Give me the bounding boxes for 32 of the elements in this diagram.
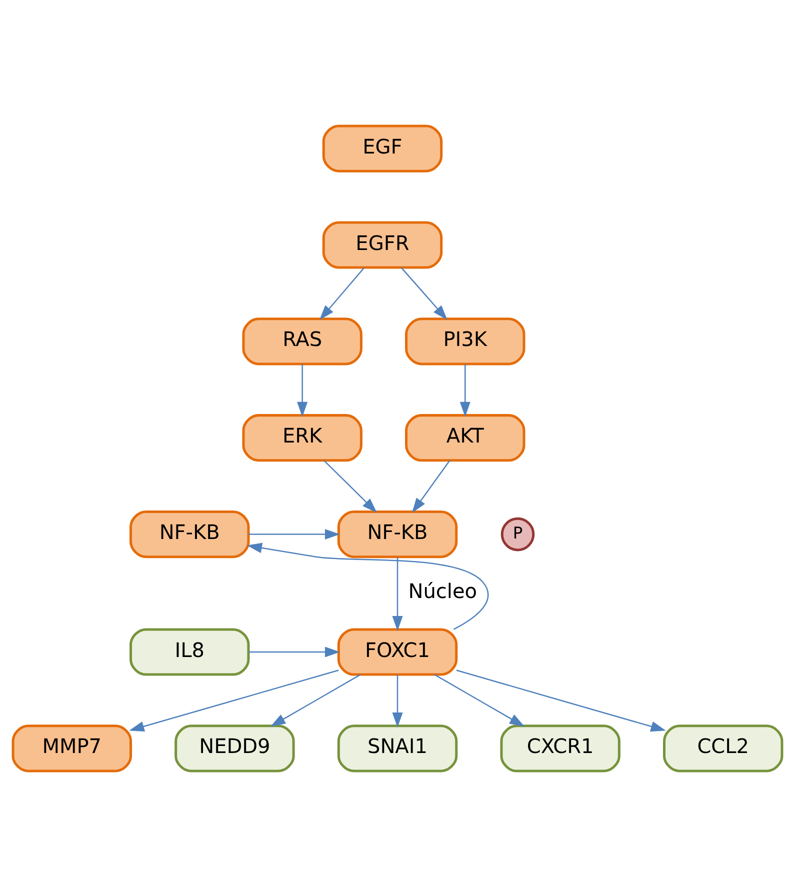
arrow — [392, 556, 403, 631]
arrow — [129, 669, 339, 732]
arrow — [248, 528, 340, 540]
node-box: RAS — [242, 317, 362, 365]
arrow — [297, 364, 308, 416]
node-box: CXCR1 — [500, 724, 620, 772]
node-box: EGF — [322, 124, 443, 172]
arrow — [460, 364, 470, 416]
arrow — [434, 674, 525, 726]
node-box: ERK — [242, 414, 362, 462]
node-box: IL8 — [129, 628, 250, 676]
arrow — [270, 674, 361, 726]
node-box: CCL2 — [663, 724, 784, 772]
arrow — [456, 669, 666, 732]
node-box: SNAI1 — [337, 724, 458, 772]
arrow — [246, 542, 489, 630]
node-box: AKT — [405, 414, 526, 462]
node-box: PI3K — [405, 317, 526, 365]
node-circle: P — [500, 516, 535, 551]
arrow — [412, 460, 450, 513]
arrow — [392, 674, 403, 728]
edge-label: Núcleo — [408, 578, 478, 602]
arrow — [400, 266, 448, 320]
node-box: MMP7 — [12, 724, 132, 772]
node-box: FOXC1 — [337, 628, 458, 676]
node-box: NF-KB — [129, 510, 250, 558]
node-box: NF-KB — [337, 510, 458, 558]
arrow — [323, 459, 377, 512]
node-box: EGFR — [322, 220, 443, 268]
arrow — [319, 266, 365, 320]
arrow — [248, 646, 340, 657]
node-box: NEDD9 — [174, 724, 295, 772]
